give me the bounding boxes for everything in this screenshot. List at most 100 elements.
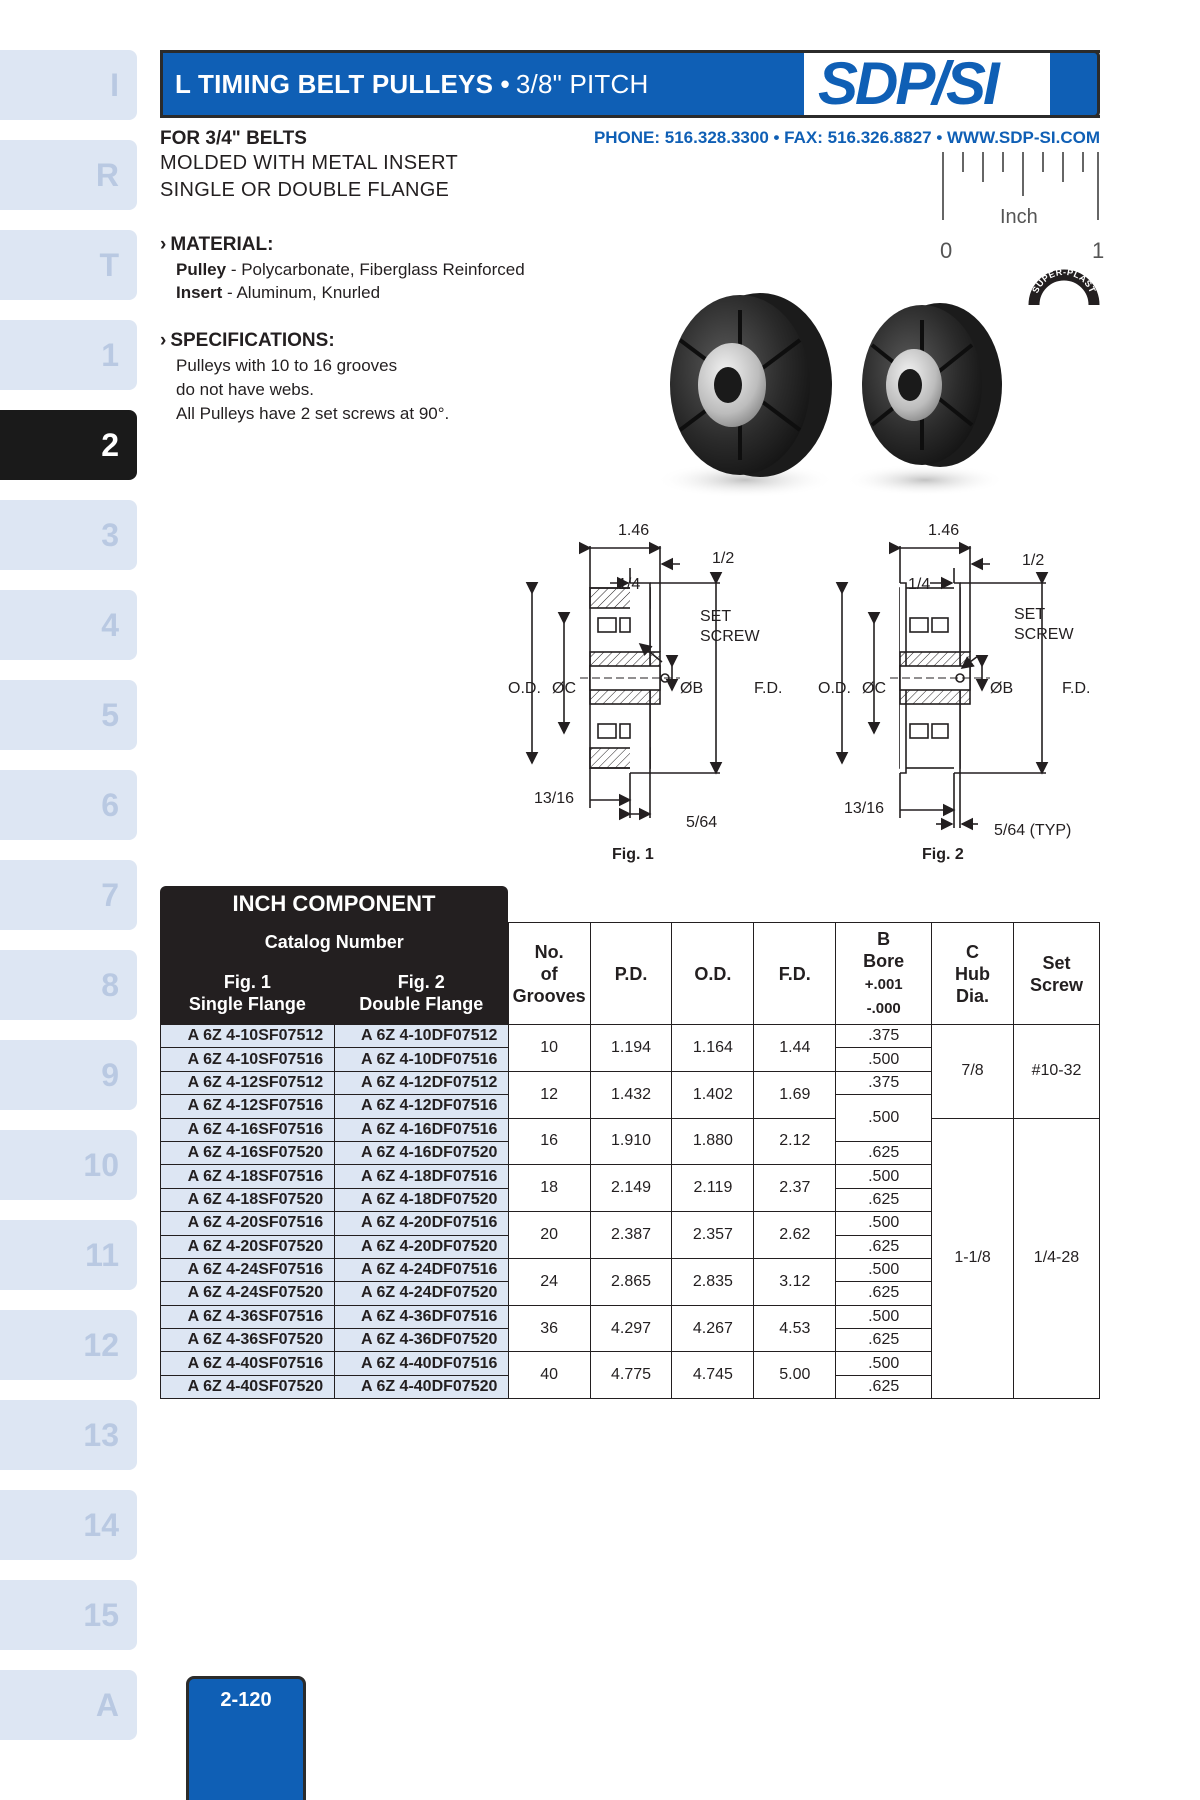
sf-catalog-cell[interactable]: A 6Z 4-36SF07516 [160, 1304, 335, 1330]
sf-catalog-cell[interactable]: A 6Z 4-10SF07516 [160, 1047, 335, 1072]
section-tab-6[interactable]: 6 [0, 770, 137, 840]
product-description-2: SINGLE OR DOUBLE FLANGE [160, 179, 450, 201]
bore-cell: .625 [835, 1234, 933, 1259]
bore-cell: .500 [835, 1351, 933, 1376]
inch-component-header: INCH COMPONENT [160, 886, 508, 922]
page-title: L TIMING BELT PULLEYS • [175, 68, 510, 99]
pd-cell: 1.432 [589, 1070, 673, 1119]
df-catalog-cell[interactable]: A 6Z 4-18DF07520 [333, 1187, 509, 1213]
section-tab-12[interactable]: 12 [0, 1310, 137, 1380]
section-tab-r[interactable]: R [0, 140, 137, 210]
material-insert-text: - Aluminum, Knurled [222, 283, 381, 302]
header-line: +.001 [864, 975, 903, 993]
spec-line: Pulleys with 10 to 16 grooves [176, 356, 398, 375]
df-catalog-cell[interactable]: A 6Z 4-18DF07516 [333, 1164, 509, 1189]
product-description-1: MOLDED WITH METAL INSERT [160, 152, 458, 174]
section-tab-t[interactable]: T [0, 230, 137, 300]
df-catalog-cell[interactable]: A 6Z 4-16DF07520 [333, 1140, 509, 1166]
table-row: A 6Z 4-20SF07516 A 6Z 4-20DF07516 20 2.3… [160, 1211, 1100, 1259]
header-line: Double Flange [359, 993, 484, 1014]
df-catalog-cell[interactable]: A 6Z 4-20DF07516 [333, 1211, 509, 1236]
sf-catalog-cell[interactable]: A 6Z 4-40SF07516 [160, 1351, 335, 1376]
svg-text:SUPER-PLAST: SUPER-PLAST [1030, 267, 1098, 295]
sf-catalog-cell[interactable]: A 6Z 4-12SF07512 [160, 1070, 335, 1096]
table-row: A 6Z 4-12SF07512 A 6Z 4-12DF07512 12 1.4… [160, 1070, 1100, 1119]
material-heading-text: MATERIAL: [170, 234, 274, 255]
section-tab-i[interactable]: I [0, 50, 137, 120]
fig1-c-label: ØC [552, 680, 576, 697]
grooves-cell: 36 [507, 1304, 591, 1353]
section-tab-7[interactable]: 7 [0, 860, 137, 930]
section-tab-8[interactable]: 8 [0, 950, 137, 1020]
section-tab-10[interactable]: 10 [0, 1130, 137, 1200]
fig2-flange-dim: 5/64 (TYP) [994, 822, 1072, 839]
section-tab-9[interactable]: 9 [0, 1040, 137, 1110]
df-catalog-cell[interactable]: A 6Z 4-12DF07516 [333, 1094, 509, 1119]
fig2-half-dim: 1/2 [1022, 552, 1045, 569]
section-tab-a[interactable]: A [0, 1670, 137, 1740]
bore-cell: .500 [835, 1211, 933, 1236]
od-cell: 4.745 [671, 1351, 755, 1400]
sf-catalog-cell[interactable]: A 6Z 4-20SF07516 [160, 1211, 335, 1236]
hub-header: C Hub Dia. [931, 922, 1014, 1025]
super-plast-badge-icon: SUPER-PLAST [1028, 255, 1100, 315]
section-tab-label: 4 [101, 606, 119, 643]
od-cell: 4.267 [671, 1304, 755, 1353]
section-tab-11[interactable]: 11 [0, 1220, 137, 1290]
bore-header: B Bore +.001 -.000 [835, 922, 933, 1025]
df-catalog-cell[interactable]: A 6Z 4-24DF07516 [333, 1257, 509, 1283]
sf-catalog-cell[interactable]: A 6Z 4-10SF07512 [160, 1023, 335, 1049]
sf-catalog-cell[interactable]: A 6Z 4-12SF07516 [160, 1094, 335, 1119]
fig2-hub-dim: 13/16 [844, 800, 885, 817]
od-cell: 2.357 [671, 1211, 755, 1259]
grooves-cell: 12 [507, 1070, 591, 1119]
pd-header: P.D. [589, 922, 673, 1025]
section-tab-5[interactable]: 5 [0, 680, 137, 750]
section-tab-2[interactable]: 2 [0, 410, 137, 480]
section-tab-14[interactable]: 14 [0, 1490, 137, 1560]
bore-cell: .625 [835, 1187, 933, 1213]
sf-catalog-cell[interactable]: A 6Z 4-16SF07520 [160, 1140, 335, 1166]
page-header: L TIMING BELT PULLEYS • 3/8" PITCH [160, 50, 804, 118]
grooves-cell: 24 [507, 1257, 591, 1306]
fd-cell: 4.53 [753, 1304, 837, 1353]
sf-catalog-cell[interactable]: A 6Z 4-20SF07520 [160, 1234, 335, 1259]
fd-cell: 1.44 [753, 1024, 837, 1072]
df-catalog-cell[interactable]: A 6Z 4-40DF07516 [333, 1351, 509, 1376]
df-catalog-cell[interactable]: A 6Z 4-10DF07512 [333, 1023, 509, 1049]
ruler-start: 0 [940, 238, 953, 263]
fd-cell: 3.12 [753, 1257, 837, 1306]
catalog-number-text: Catalog Number [264, 931, 404, 952]
df-catalog-cell[interactable]: A 6Z 4-20DF07520 [333, 1234, 509, 1259]
ruler-ticks [942, 152, 1099, 220]
sf-catalog-cell[interactable]: A 6Z 4-18SF07520 [160, 1187, 335, 1213]
section-tab-13[interactable]: 13 [0, 1400, 137, 1470]
section-tab-label: 7 [101, 876, 119, 913]
df-catalog-cell[interactable]: A 6Z 4-24DF07520 [333, 1281, 509, 1306]
df-catalog-cell[interactable]: A 6Z 4-36DF07520 [333, 1328, 509, 1353]
contact-info[interactable]: PHONE: 516.328.3300 • FAX: 516.326.8827 … [593, 128, 1100, 147]
section-tab-3[interactable]: 3 [0, 500, 137, 570]
pulley-photo [640, 280, 1010, 510]
section-tab-4[interactable]: 4 [0, 590, 137, 660]
df-catalog-cell[interactable]: A 6Z 4-40DF07520 [333, 1374, 509, 1400]
inch-ruler: Inch 0 1 [940, 150, 1104, 270]
section-tab-15[interactable]: 15 [0, 1580, 137, 1650]
sf-catalog-cell[interactable]: A 6Z 4-24SF07520 [160, 1281, 335, 1306]
sf-catalog-cell[interactable]: A 6Z 4-18SF07516 [160, 1164, 335, 1189]
section-tab-label: 3 [101, 516, 119, 553]
df-catalog-cell[interactable]: A 6Z 4-12DF07512 [333, 1070, 509, 1096]
section-tab-1[interactable]: 1 [0, 320, 137, 390]
fig1-hub-dim: 13/16 [534, 790, 575, 807]
sf-catalog-cell[interactable]: A 6Z 4-16SF07516 [160, 1117, 335, 1142]
sf-catalog-cell[interactable]: A 6Z 4-40SF07520 [160, 1374, 335, 1400]
df-catalog-cell[interactable]: A 6Z 4-36DF07516 [333, 1304, 509, 1330]
bore-cell: .500 [835, 1047, 933, 1072]
df-catalog-cell[interactable]: A 6Z 4-10DF07516 [333, 1047, 509, 1072]
sf-catalog-cell[interactable]: A 6Z 4-24SF07516 [160, 1257, 335, 1283]
sf-catalog-cell[interactable]: A 6Z 4-36SF07520 [160, 1328, 335, 1353]
section-tab-label: R [95, 156, 119, 193]
fig2-screw-label: SCREW [1014, 626, 1074, 643]
section-tab-label: 12 [83, 1326, 119, 1363]
df-catalog-cell[interactable]: A 6Z 4-16DF07516 [333, 1117, 509, 1142]
